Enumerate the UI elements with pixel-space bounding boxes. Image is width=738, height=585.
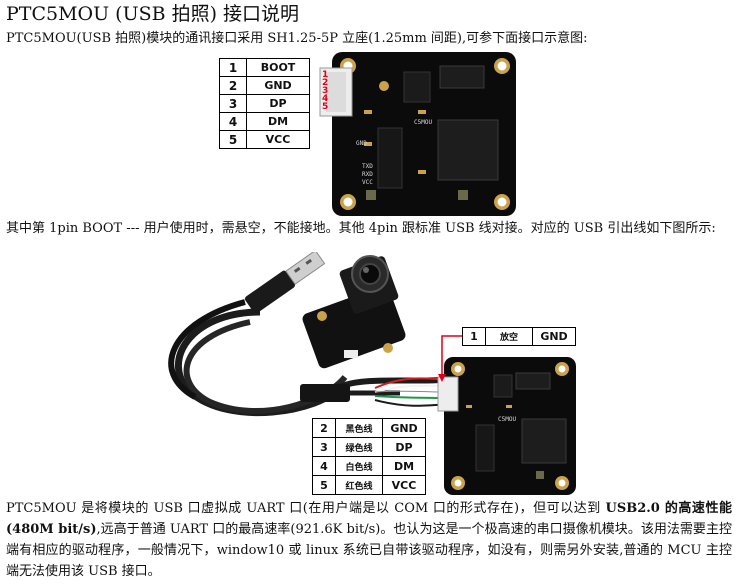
silkscreen-gnd: GND — [356, 140, 367, 147]
pin-label: DM — [246, 112, 310, 131]
description-paragraph: 其中第 1pin BOOT --- 用户使用时，需悬空，不能接地。其他 4pin… — [6, 221, 716, 236]
silkscreen-txd: TXD — [362, 163, 373, 170]
pin-label: DM — [382, 456, 426, 476]
wire-color: 红色线 — [335, 475, 383, 495]
pin-label: GND — [246, 76, 310, 95]
pin-number: 3 — [312, 437, 336, 457]
silkscreen-rxd: RXD — [362, 171, 373, 178]
camera-module-board-top: GND C5MOU TXD RXD VCC 1 2 3 4 5 — [319, 52, 516, 216]
pin-label: GND — [532, 327, 576, 346]
connector-pin-number: 3 — [322, 86, 328, 96]
summary-highlight: USB2.0 的高速性能(480M bit/s) — [6, 501, 732, 537]
summary-text: ,远高于普通 UART 口的最高速率(921.6K bit/s)。也认为这是一个… — [6, 522, 732, 579]
pin-label: VCC — [382, 475, 426, 495]
pin-number: 1 — [219, 58, 247, 77]
connector-pin-number: 5 — [322, 102, 328, 112]
connector-pin-number: 2 — [322, 78, 328, 88]
wire-color: 放空 — [485, 327, 533, 346]
pin-number: 1 — [462, 327, 486, 346]
pin-number: 2 — [312, 418, 336, 438]
summary-text: PTC5MOU 是将模块的 USB 口虚拟成 UART 口(在用户端是以 COM… — [6, 501, 606, 516]
pin-number: 3 — [219, 94, 247, 113]
camera-module-board-bottom: C5MOU — [437, 357, 576, 495]
connector-pin-number: 1 — [322, 70, 328, 80]
usb-cable-illustration — [168, 252, 449, 417]
silkscreen-model: C5MOU — [498, 416, 516, 423]
wire-color: 绿色线 — [335, 437, 383, 457]
connector-pin-number: 4 — [322, 94, 328, 104]
pin-number: 2 — [219, 76, 247, 95]
pin-label: BOOT — [246, 58, 310, 77]
pin-number: 5 — [219, 130, 247, 149]
wire-color: 白色线 — [335, 456, 383, 476]
pin-label: DP — [382, 437, 426, 457]
wire-color: 黑色线 — [335, 418, 383, 438]
silkscreen-vcc: VCC — [362, 179, 373, 186]
pin-number: 4 — [219, 112, 247, 131]
silkscreen-model: C5MOU — [414, 119, 432, 126]
pin-number: 4 — [312, 456, 336, 476]
pin-label: GND — [382, 418, 426, 438]
pin-number: 5 — [312, 475, 336, 495]
page-title: PTC5MOU (USB 拍照) 接口说明 — [6, 3, 300, 25]
pin-label: VCC — [246, 130, 310, 149]
intro-paragraph: PTC5MOU(USB 拍照)模块的通讯接口采用 SH1.25-5P 立座(1.… — [6, 31, 588, 46]
leader-line — [438, 335, 462, 382]
summary-paragraph: PTC5MOU 是将模块的 USB 口虚拟成 UART 口(在用户端是以 COM… — [6, 498, 732, 582]
pin-label: DP — [246, 94, 310, 113]
